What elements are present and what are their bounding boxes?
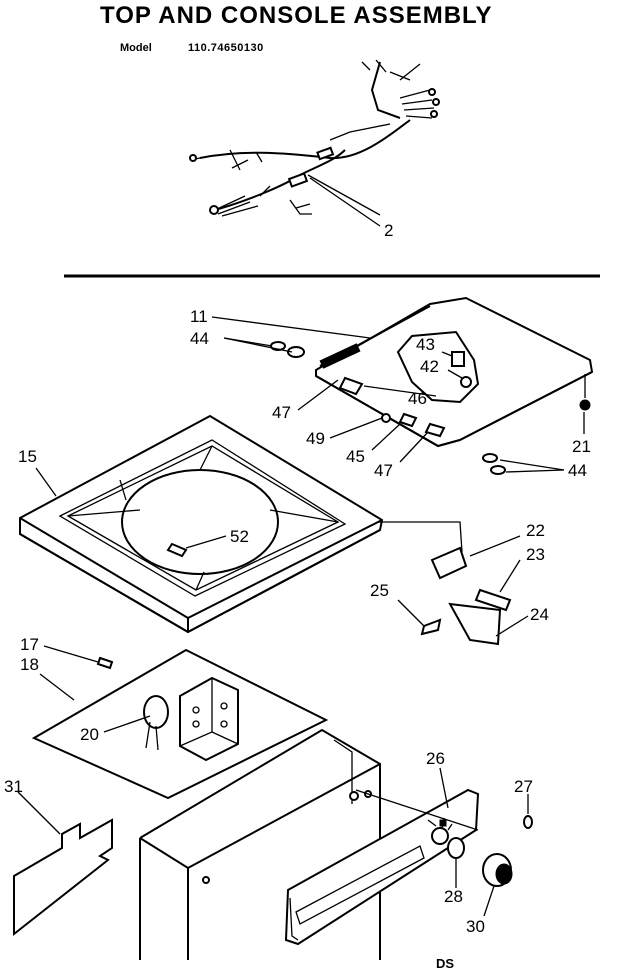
washer-top-lid [19,414,384,634]
model-label: Model [120,42,152,54]
console-panel [284,788,533,946]
wiring-harness [189,59,440,217]
callout-25: 25 [370,581,389,600]
callout-45: 45 [346,447,365,466]
footer-code: DS [436,956,454,971]
callout-47: 47 [374,461,393,480]
callout-24: 24 [530,605,549,624]
callout-47: 47 [272,403,291,422]
callout-27: 27 [514,777,533,796]
leader-lines [17,177,585,917]
callout-49: 49 [306,429,325,448]
callout-21: 21 [572,437,591,456]
callout-43: 43 [416,335,435,354]
callout-44: 44 [190,329,209,348]
callout-26: 26 [426,749,445,768]
callout-44: 44 [568,461,587,480]
callout-31: 31 [4,777,23,796]
console-top [270,296,594,475]
callout-22: 22 [526,521,545,540]
callout-15: 15 [18,447,37,466]
callout-23: 23 [526,545,545,564]
control-panel-bracket [31,648,329,800]
callout-46: 46 [408,389,427,408]
model-number: 110.74650130 [188,42,264,54]
callout-30: 30 [466,917,485,936]
callout-20: 20 [80,725,99,744]
diagram-title: TOP AND CONSOLE ASSEMBLY [100,2,493,29]
rear-panel [13,818,113,937]
callout-52: 52 [230,527,249,546]
callout-28: 28 [444,887,463,906]
callout-18: 18 [20,655,39,674]
callout-11: 11 [190,307,208,326]
switch-parts [378,521,512,646]
callout-17: 17 [20,635,39,654]
callout-2: 2 [384,221,393,240]
callout-42: 42 [420,357,439,376]
